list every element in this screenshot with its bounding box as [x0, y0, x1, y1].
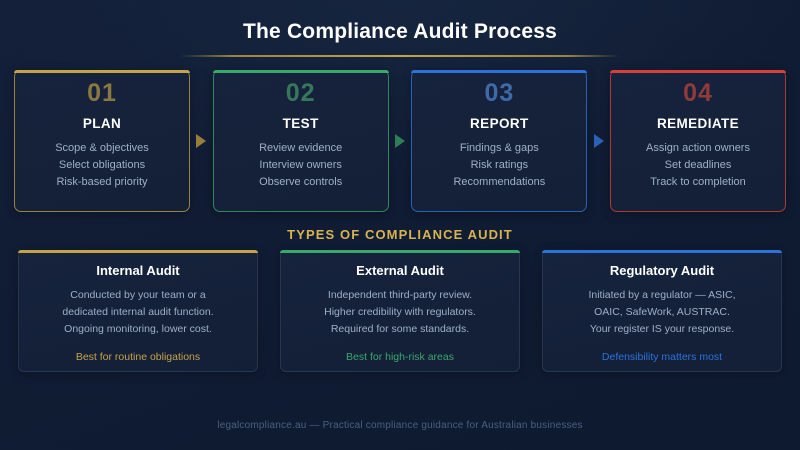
- types-section-heading: TYPES OF COMPLIANCE AUDIT: [287, 227, 513, 242]
- audit-type-description: Independent third-party review. Higher cr…: [291, 287, 509, 338]
- step-title: PLAN: [82, 116, 122, 131]
- audit-type-line: Initiated by a regulator — ASIC,: [588, 289, 736, 301]
- step-item: Risk ratings: [470, 159, 529, 171]
- step-number: 04: [683, 79, 713, 107]
- audit-type-line: OAIC, SafeWork, AUSTRAC.: [594, 306, 730, 318]
- step-item: Scope & objectives: [55, 142, 149, 154]
- audit-type-description: Conducted by your team or a dedicated int…: [29, 287, 247, 338]
- audit-type-line: Conducted by your team or a: [70, 289, 206, 301]
- step-item: Track to completion: [650, 176, 746, 188]
- step-item: Set deadlines: [664, 159, 732, 171]
- step-number: 03: [484, 79, 515, 107]
- audit-type-title: Regulatory Audit: [609, 263, 715, 278]
- audit-type-tagline: Best for routine obligations: [75, 351, 201, 363]
- audit-type-tagline: Best for high-risk areas: [346, 351, 454, 363]
- header: The Compliance Audit Process: [0, 0, 800, 57]
- step-item: Select obligations: [58, 159, 146, 171]
- audit-type-description: Initiated by a regulator — ASIC, OAIC, Sa…: [553, 287, 771, 338]
- step-item: Findings & gaps: [459, 142, 539, 154]
- step-item: Assign action owners: [646, 142, 750, 154]
- audit-type-line: dedicated internal audit function.: [62, 306, 214, 318]
- step-item: Recommendations: [453, 176, 546, 188]
- step-connector-arrow-icon: [389, 70, 412, 212]
- step-item: Risk-based priority: [56, 176, 148, 188]
- footer-text: legalcompliance.au — Practical complianc…: [217, 420, 583, 431]
- step-title: TEST: [282, 116, 319, 131]
- page-title: The Compliance Audit Process: [242, 20, 558, 43]
- audit-type-line: Ongoing monitoring, lower cost.: [64, 323, 212, 335]
- step-item: Observe controls: [259, 176, 343, 188]
- audit-type-line: Independent third-party review.: [327, 289, 473, 301]
- audit-type-tagline: Defensibility matters most: [601, 351, 723, 363]
- step-connector-arrow-icon: [190, 70, 213, 212]
- title-underline: [180, 55, 620, 57]
- audit-type-title: Internal Audit: [96, 263, 180, 278]
- step-item: Interview owners: [259, 159, 342, 171]
- audit-type-title: External Audit: [356, 263, 444, 278]
- step-connector-arrow-icon: [587, 70, 610, 212]
- step-title: REPORT: [470, 116, 529, 131]
- step-item: Review evidence: [259, 142, 343, 154]
- step-number: 01: [87, 79, 117, 107]
- audit-type-line: Your register IS your response.: [589, 323, 735, 335]
- audit-type-line: Required for some standards.: [330, 323, 470, 335]
- step-number: 02: [285, 79, 316, 107]
- audit-type-line: Higher credibility with regulators.: [324, 306, 476, 318]
- step-title: REMEDIATE: [656, 116, 740, 131]
